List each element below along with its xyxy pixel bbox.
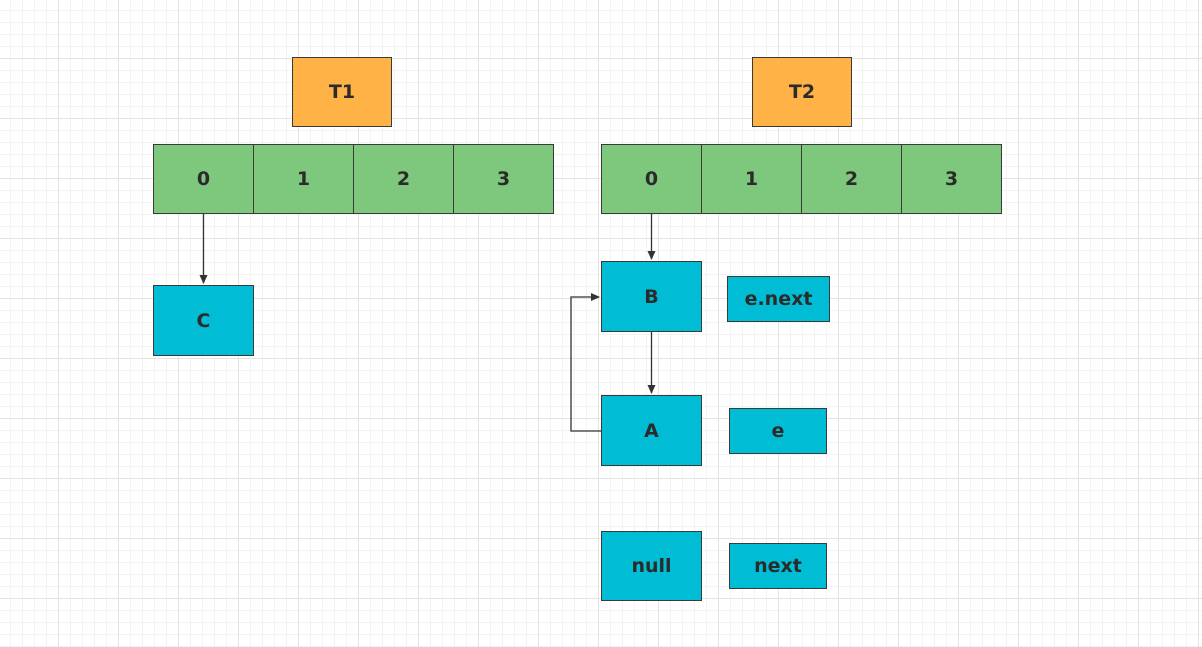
table2-cell-1: 1: [701, 144, 802, 214]
table2-cell-0: 0: [601, 144, 702, 214]
table1-cell-1: 1: [253, 144, 354, 214]
table2-cell-2: 2: [801, 144, 902, 214]
table1-cell-2: 2: [353, 144, 454, 214]
label-e-next: e.next: [727, 276, 830, 322]
node-b: B: [601, 261, 702, 332]
arrow-a-to-b: [570, 293, 601, 432]
node-c: C: [153, 285, 254, 356]
label-next: next: [729, 543, 827, 589]
node-a: A: [601, 395, 702, 466]
table1-cell-0: 0: [153, 144, 254, 214]
thread-t2-box: T2: [752, 57, 852, 127]
table2-cell-3: 3: [901, 144, 1002, 214]
label-e: e: [729, 408, 827, 454]
node-null: null: [601, 531, 702, 601]
table1-cell-3: 3: [453, 144, 554, 214]
thread-t1-box: T1: [292, 57, 392, 127]
